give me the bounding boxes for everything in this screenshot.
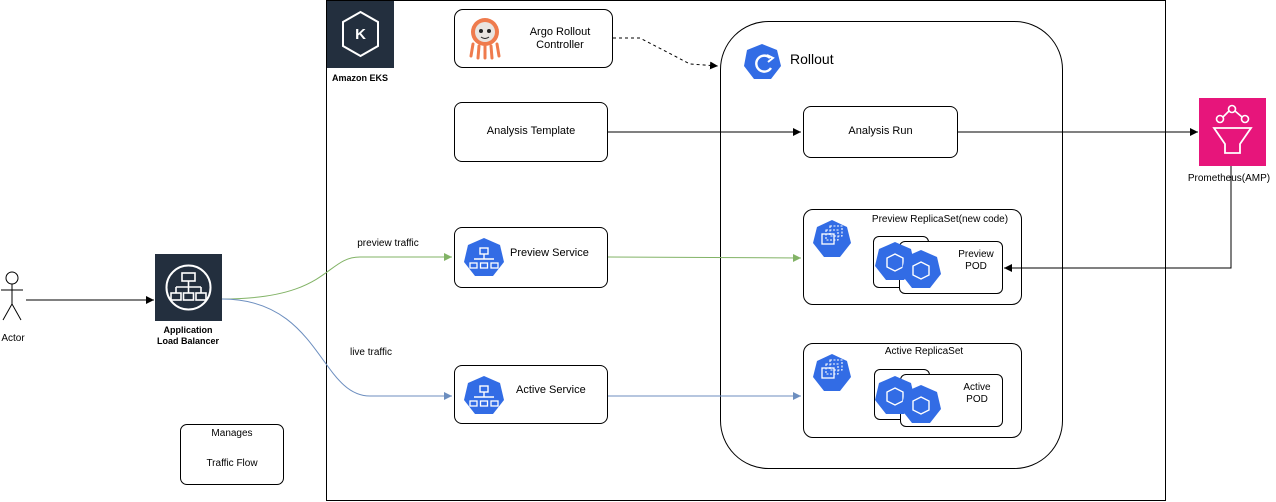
argo-label-line1: Argo Rollout — [529, 26, 591, 38]
alb-label-line2: Load Balancer — [156, 336, 220, 346]
live-traffic-label: live traffic — [349, 347, 393, 358]
analysis-run-box[interactable] — [803, 106, 958, 158]
preview-service-box[interactable] — [454, 227, 608, 288]
prometheus-to-preview-pod-arrow — [1004, 166, 1232, 272]
prometheus-label: Prometheus(AMP) — [1187, 173, 1271, 184]
legend-traffic-flow-label: Traffic Flow — [206, 458, 258, 469]
preview-pod-label-line1: Preview — [958, 249, 994, 260]
eks-cluster-boundary — [326, 0, 1166, 501]
preview-service-to-replicaset-arrow — [607, 253, 802, 262]
rollout-title: Rollout — [790, 51, 834, 67]
preview-traffic-label: preview traffic — [357, 238, 419, 249]
actor-label: Actor — [1, 333, 25, 344]
preview-pod-label-line2: POD — [965, 261, 987, 272]
person-icon — [1, 271, 23, 321]
alb-label-line1: Application — [163, 325, 213, 335]
k8s-helm-icon — [744, 44, 781, 79]
argo-label-line2: Controller — [536, 39, 584, 51]
legend-box — [180, 424, 284, 485]
preview-traffic-arrow — [221, 253, 452, 300]
active-pod-label-line1: Active — [963, 382, 991, 393]
active-service-box[interactable] — [454, 365, 608, 424]
preview-replicaset-box[interactable] — [803, 209, 1022, 305]
preview-service-label: Preview Service — [510, 247, 589, 259]
analysis-template-label: Analysis Template — [486, 125, 576, 137]
legend-manages-label: Manages — [211, 428, 253, 439]
analysis-run-label: Analysis Run — [848, 125, 913, 137]
prometheus-icon — [1199, 98, 1266, 166]
load-balancer-icon — [155, 254, 222, 321]
active-replicaset-box[interactable] — [803, 343, 1022, 438]
argo-octopus-icon — [469, 18, 501, 60]
active-pod-label-line2: POD — [966, 394, 988, 405]
active-replicaset-label: Active ReplicaSet — [884, 346, 964, 357]
preview-replicaset-label: Preview ReplicaSet(new code) — [871, 214, 1009, 225]
eks-logo-letter: K — [355, 26, 366, 43]
live-traffic-arrow — [221, 298, 452, 400]
analysis-template-box[interactable] — [454, 102, 608, 162]
argo-manages-rollout-arrow — [613, 37, 719, 70]
argo-rollout-controller-box[interactable] — [454, 9, 613, 68]
active-service-label: Active Service — [516, 384, 586, 396]
k8s-service-icon — [464, 238, 504, 276]
k8s-service-icon — [464, 376, 504, 414]
eks-icon — [327, 1, 394, 68]
eks-label: Amazon EKS — [331, 73, 388, 83]
